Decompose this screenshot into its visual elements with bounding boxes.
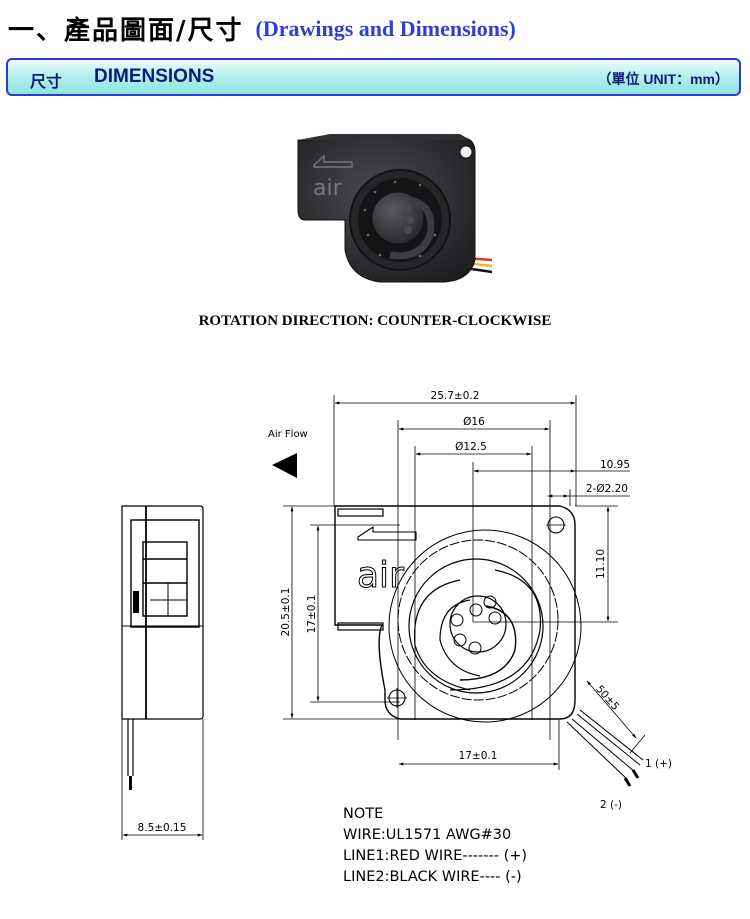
note-heading: NOTE <box>343 806 384 822</box>
section-header-bar: 尺寸 DIMENSIONS （單位 UNIT：mm） <box>6 58 741 96</box>
dim-inner-height: 17±0.1 <box>306 595 318 634</box>
page-title: 一、產品圖面/尺寸 (Drawings and Dimensions) <box>8 10 516 47</box>
photo-air-text: air <box>313 176 343 201</box>
air-flow-arrow-icon <box>272 453 297 478</box>
title-english: (Drawings and Dimensions) <box>255 15 516 41</box>
housing-air-text: air <box>357 555 404 596</box>
dim-dia-outer: Ø16 <box>463 416 485 428</box>
note-line: LINE1:RED WIRE------- (+) <box>343 848 528 864</box>
rotation-direction-caption: ROTATION DIRECTION: COUNTER-CLOCKWISE <box>198 313 552 329</box>
dim-hole-offset: 10.95 <box>600 459 630 471</box>
dim-wire-length: 50±5 <box>593 683 621 713</box>
section-label-english: DIMENSIONS <box>94 66 215 87</box>
dim-hole-spacing-h: 17±0.1 <box>459 750 498 762</box>
dim-hole-spacing-v: 11.10 <box>595 549 607 579</box>
front-view: air <box>334 505 644 787</box>
section-label-chinese: 尺寸 <box>30 72 63 91</box>
side-view <box>121 505 204 840</box>
dim-overall-width: 25.7±0.2 <box>431 390 480 402</box>
dim-overall-height: 20.5±0.1 <box>280 588 292 637</box>
note-line: LINE2:BLACK WIRE---- (-) <box>343 869 522 885</box>
dim-dia-inner: Ø12.5 <box>455 441 487 453</box>
wire-note: NOTE WIRE:UL1571 AWG#30 LINE1:RED WIRE--… <box>343 804 527 888</box>
product-photo: air <box>297 134 493 283</box>
dim-holes: 2-Ø2.20 <box>586 483 628 495</box>
dimension-lines <box>283 395 646 770</box>
wire-1-label: 1 (+) <box>645 758 672 770</box>
dim-thickness: 8.5±0.15 <box>138 822 187 834</box>
wire-2-label: 2 (-) <box>600 799 622 811</box>
title-chinese: 一、產品圖面/尺寸 <box>8 16 244 46</box>
unit-label: （單位 UNIT：mm） <box>597 71 729 87</box>
note-line: WIRE:UL1571 AWG#30 <box>343 827 512 843</box>
air-flow-label: Air Flow <box>268 429 308 440</box>
